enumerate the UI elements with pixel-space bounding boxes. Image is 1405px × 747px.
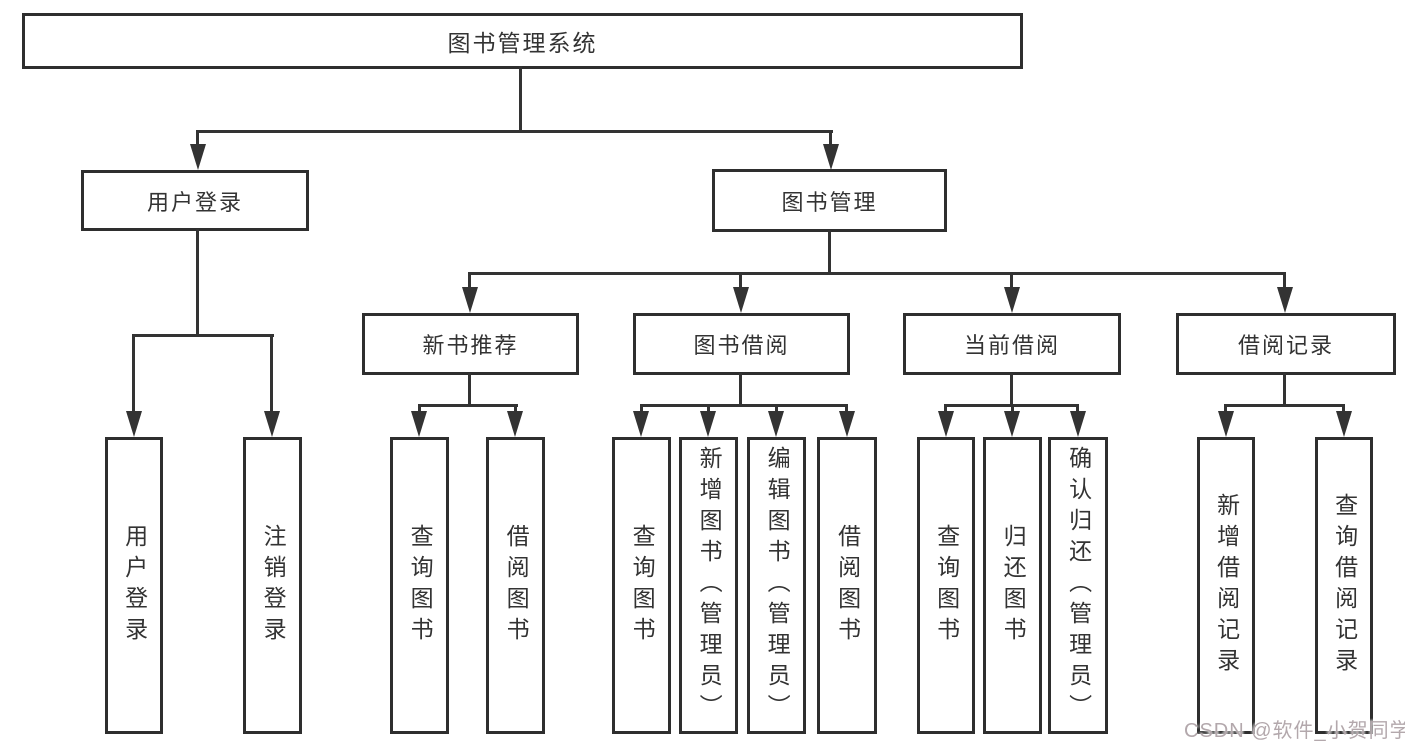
arrow-head-to-book-borrowing xyxy=(733,287,749,313)
arrow-head-groupA-borrow xyxy=(507,411,523,437)
leaf-borrowing-query-books-label: 查询图书 xyxy=(629,523,656,648)
arrow-head-to-leaf-logout xyxy=(264,411,280,437)
arrow-head-groupC-return xyxy=(1004,411,1020,437)
connector-management-stem xyxy=(828,230,831,275)
arrow-head-to-current-borrowing xyxy=(1004,287,1020,313)
arrow-line-groupB-query xyxy=(640,404,643,414)
arrow-head-groupB-edit xyxy=(768,411,784,437)
arrow-line-groupC-query xyxy=(944,404,947,414)
leaf-borrowing-borrow-books-label: 借阅图书 xyxy=(834,523,861,648)
leaf-borrowing-edit-books-admin: 编辑图书（管理员） xyxy=(747,437,806,734)
leaf-recommend-query-books: 查询图书 xyxy=(390,437,449,734)
arrow-head-to-book-management xyxy=(823,144,839,170)
arrow-head-groupD-query xyxy=(1336,411,1352,437)
leaf-borrowing-query-books: 查询图书 xyxy=(612,437,671,734)
group-book-borrowing-label: 图书借阅 xyxy=(693,333,790,358)
arrow-line-groupB-edit xyxy=(775,404,778,414)
arrow-line-to-book-borrowing xyxy=(739,272,742,289)
leaf-recommend-query-books-label: 查询图书 xyxy=(407,523,434,648)
arrow-line-groupB-borrow xyxy=(845,404,848,414)
leaf-current-return-books-label: 归还图书 xyxy=(1000,523,1027,648)
arrow-line-to-leaf-user-login xyxy=(132,334,135,413)
connector-groupA-hbar xyxy=(418,404,518,407)
branch-book-management: 图书管理 xyxy=(712,169,947,232)
arrow-head-groupC-confirm xyxy=(1070,411,1086,437)
arrow-line-to-new-book-recommendation xyxy=(468,272,471,289)
leaf-borrowing-add-books-admin-label: 新增图书（管理员） xyxy=(696,446,723,725)
arrow-head-groupD-add xyxy=(1218,411,1234,437)
arrow-line-groupA-query xyxy=(418,404,421,414)
connector-groupD-stem xyxy=(1283,373,1286,407)
leaf-user-login: 用户登录 xyxy=(105,437,163,734)
group-borrowing-records: 借阅记录 xyxy=(1176,313,1396,375)
arrow-line-to-leaf-logout xyxy=(270,334,273,413)
leaf-current-confirm-return-admin: 确认归还（管理员） xyxy=(1048,437,1108,734)
connector-management-hbar xyxy=(469,272,1286,275)
arrow-line-groupD-query xyxy=(1342,404,1345,414)
leaf-current-query-books: 查询图书 xyxy=(917,437,975,734)
connector-root-hbar xyxy=(197,130,833,133)
group-new-book-recommendation-label: 新书推荐 xyxy=(422,333,519,358)
root-node-library-management-system: 图书管理系统 xyxy=(22,13,1023,69)
arrow-head-groupB-add xyxy=(700,411,716,437)
leaf-records-add-record-label: 新增借阅记录 xyxy=(1213,492,1240,679)
csdn-watermark: CSDN @软件_小贺同学 xyxy=(1184,720,1405,742)
arrow-head-groupA-query xyxy=(411,411,427,437)
branch-user-login: 用户登录 xyxy=(81,170,309,231)
connector-groupB-stem xyxy=(739,373,742,407)
leaf-current-query-books-label: 查询图书 xyxy=(933,523,960,648)
arrow-line-to-current-borrowing xyxy=(1010,272,1013,289)
group-borrowing-records-label: 借阅记录 xyxy=(1237,333,1334,358)
arrow-line-groupA-borrow xyxy=(514,404,517,414)
arrow-head-to-user-login xyxy=(190,144,206,170)
arrow-head-to-new-book-recommendation xyxy=(462,287,478,313)
group-current-borrowing: 当前借阅 xyxy=(903,313,1121,375)
connector-groupC-stem xyxy=(1010,373,1013,407)
leaf-logout: 注销登录 xyxy=(243,437,302,734)
arrow-line-groupC-confirm xyxy=(1076,404,1079,414)
group-book-borrowing: 图书借阅 xyxy=(633,313,850,375)
leaf-recommend-borrow-books-label: 借阅图书 xyxy=(503,523,530,648)
arrow-head-groupB-query xyxy=(633,411,649,437)
leaf-records-query-record-label: 查询借阅记录 xyxy=(1331,492,1358,679)
connector-root-stem xyxy=(519,66,522,133)
leaf-current-return-books: 归还图书 xyxy=(983,437,1042,734)
arrow-head-groupC-query xyxy=(938,411,954,437)
connector-groupD-hbar xyxy=(1224,404,1345,407)
leaf-recommend-borrow-books: 借阅图书 xyxy=(486,437,545,734)
connector-groupB-hbar xyxy=(640,404,848,407)
leaf-user-login-label: 用户登录 xyxy=(121,523,148,648)
arrow-head-groupB-borrow xyxy=(839,411,855,437)
arrow-line-groupC-return xyxy=(1011,404,1014,414)
leaf-borrowing-edit-books-admin-label: 编辑图书（管理员） xyxy=(764,446,791,725)
arrow-line-to-user-login xyxy=(196,130,199,152)
arrow-line-groupB-add xyxy=(707,404,710,414)
arrow-line-to-book-management xyxy=(829,130,832,152)
connector-login-hbar xyxy=(132,334,274,337)
connector-groupA-stem xyxy=(468,373,471,407)
branch-book-management-label: 图书管理 xyxy=(781,189,878,215)
root-node-label: 图书管理系统 xyxy=(447,30,598,56)
leaf-logout-label: 注销登录 xyxy=(260,523,287,648)
group-current-borrowing-label: 当前借阅 xyxy=(963,333,1060,358)
group-new-book-recommendation: 新书推荐 xyxy=(362,313,579,375)
connector-login-stem xyxy=(196,229,199,337)
leaf-records-add-record: 新增借阅记录 xyxy=(1197,437,1255,734)
leaf-records-query-record: 查询借阅记录 xyxy=(1315,437,1373,734)
arrow-head-to-borrowing-records xyxy=(1277,287,1293,313)
arrow-head-to-leaf-user-login xyxy=(126,411,142,437)
branch-user-login-label: 用户登录 xyxy=(146,189,243,215)
arrow-line-to-borrowing-records xyxy=(1283,272,1286,289)
leaf-borrowing-borrow-books: 借阅图书 xyxy=(817,437,877,734)
arrow-line-groupD-add xyxy=(1224,404,1227,414)
leaf-current-confirm-return-admin-label: 确认归还（管理员） xyxy=(1065,446,1092,725)
leaf-borrowing-add-books-admin: 新增图书（管理员） xyxy=(679,437,738,734)
